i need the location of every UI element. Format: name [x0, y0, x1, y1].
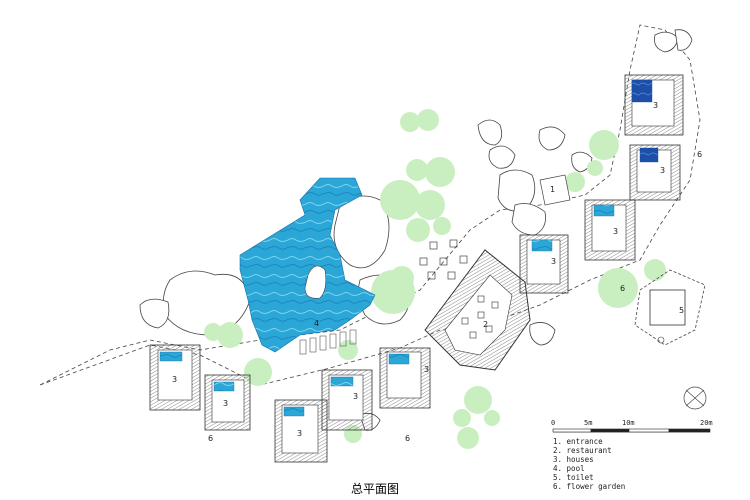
label-garden: 6 [620, 284, 625, 293]
legend-item: 5. toilet [553, 473, 594, 482]
scale-label-10m: 10m [622, 419, 635, 427]
house-d [321, 369, 373, 431]
house-e [379, 347, 431, 409]
scale-label-5m: 5m [584, 419, 592, 427]
label-toilet: 5 [679, 306, 684, 315]
scale-bar: 0 5m 10m 20m [551, 419, 713, 433]
label-pool: 4 [314, 319, 319, 328]
north-arrow-icon [683, 386, 707, 410]
scale-label-20m: 20m [700, 419, 713, 427]
label-house: 3 [353, 392, 358, 401]
label-garden: 6 [208, 434, 213, 443]
house-b [204, 374, 251, 431]
label-house: 3 [660, 166, 665, 175]
label-house: 3 [223, 399, 228, 408]
label-house: 3 [613, 227, 618, 236]
trees [204, 109, 666, 449]
restaurant [424, 249, 531, 371]
house-a [149, 344, 201, 411]
loungers [299, 329, 357, 355]
pool [239, 177, 376, 353]
house-g [584, 199, 636, 261]
plan-caption: 总平面图 [350, 482, 399, 496]
label-house: 3 [172, 375, 177, 384]
house-i [624, 74, 684, 136]
label-garden: 6 [405, 434, 410, 443]
label-house: 3 [424, 365, 429, 374]
label-house: 3 [551, 257, 556, 266]
label-garden: 6 [697, 150, 702, 159]
label-house: 3 [653, 101, 658, 110]
house-c [274, 399, 328, 463]
scale-label-0: 0 [551, 419, 555, 427]
plan-labels: 1 2 3 3 3 3 3 3 3 3 3 4 5 6 6 6 6 [172, 101, 702, 443]
outdoor-tables [419, 239, 468, 280]
entrance [539, 174, 571, 206]
legend-item: 3. houses [553, 455, 594, 464]
label-restaurant: 2 [483, 320, 488, 329]
legend-item: 1. entrance [553, 437, 603, 446]
legend-item: 4. pool [553, 464, 585, 473]
label-house: 3 [297, 429, 302, 438]
legend-item: 6. flower garden [553, 482, 625, 491]
house-h [629, 144, 681, 201]
legend-item: 2. restaurant [553, 446, 612, 455]
house-f [519, 234, 569, 294]
legend: 1. entrance 2. restaurant 3. houses 4. p… [553, 437, 625, 491]
label-entrance: 1 [550, 185, 555, 194]
toilet [634, 269, 706, 346]
houses [149, 74, 684, 463]
